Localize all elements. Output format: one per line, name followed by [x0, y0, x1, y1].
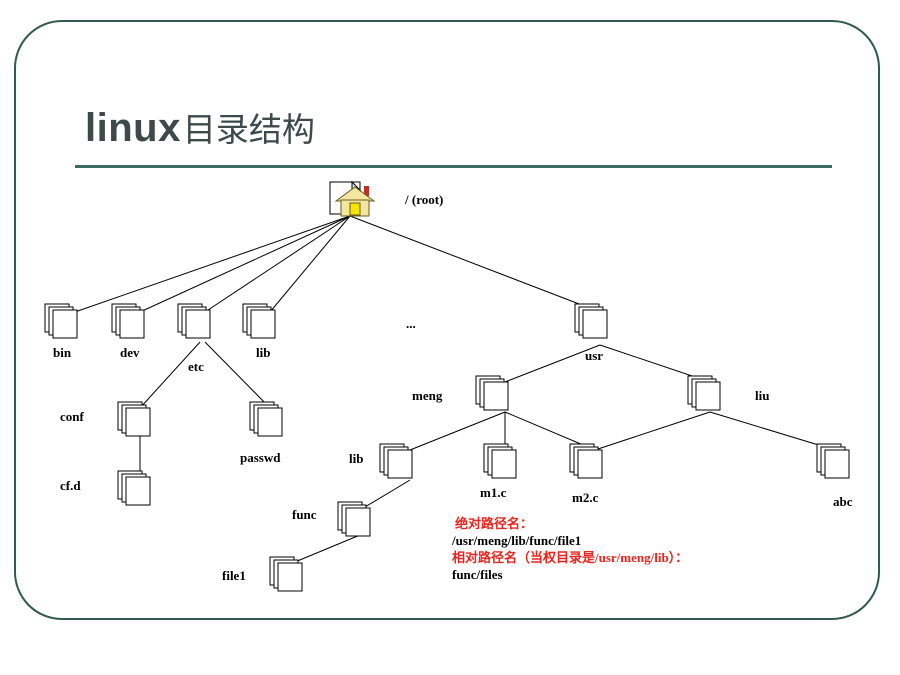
folder-stack-icon [44, 303, 78, 339]
folder-stack-icon [117, 470, 151, 506]
node-lib: lib [256, 345, 270, 360]
folder-stack-icon [177, 303, 211, 339]
node-lib-meng: lib [349, 451, 363, 466]
slide-title: linux目录结构 [85, 103, 315, 163]
folder-stack-icon [269, 556, 303, 592]
folder-stack-icon [569, 443, 603, 479]
title-underline [75, 165, 832, 168]
absolute-path-label: 绝对路径名： [455, 516, 533, 531]
title-latin: linux [85, 106, 181, 150]
node-bin: bin [53, 345, 72, 360]
node-func: func [292, 507, 317, 522]
folder-stack-icon [111, 303, 145, 339]
folder-stack-icon [816, 443, 850, 479]
node-dev: dev [120, 345, 140, 360]
folder-stack-icon [483, 443, 517, 479]
home-folder-icon [329, 180, 376, 217]
node-m2c: m2.c [572, 490, 599, 505]
folder-stack-icon [687, 375, 721, 411]
relative-path-label: 相对路径名（当权目录是/usr/meng/lib）： [452, 550, 688, 565]
ellipsis-label: ... [406, 316, 416, 331]
folder-stack-icon [475, 375, 509, 411]
node-liu: liu [755, 388, 769, 403]
folder-stack-icon [379, 443, 413, 479]
folder-stack-icon [242, 303, 276, 339]
node-m1c: m1.c [480, 485, 507, 500]
absolute-path-value: /usr/meng/lib/func/file1 [451, 533, 581, 548]
folder-stack-icon [117, 401, 151, 437]
slide-frame [14, 20, 880, 620]
folder-stack-icon [337, 501, 371, 537]
folder-stack-icon [249, 401, 283, 437]
node-file1: file1 [222, 568, 246, 583]
node-passwd: passwd [240, 450, 281, 465]
root-label: / (root) [404, 192, 443, 207]
title-cjk: 目录结构 [182, 110, 315, 149]
folder-stack-icon [574, 303, 608, 339]
relative-path-value: func/files [452, 567, 503, 582]
node-usr: usr [585, 348, 603, 363]
node-meng: meng [412, 388, 443, 403]
tree-edges [74, 215, 836, 563]
node-etc: etc [188, 359, 204, 374]
node-conf: conf [60, 409, 85, 424]
node-cfd: cf.d [60, 478, 81, 493]
node-abc: abc [833, 494, 853, 509]
